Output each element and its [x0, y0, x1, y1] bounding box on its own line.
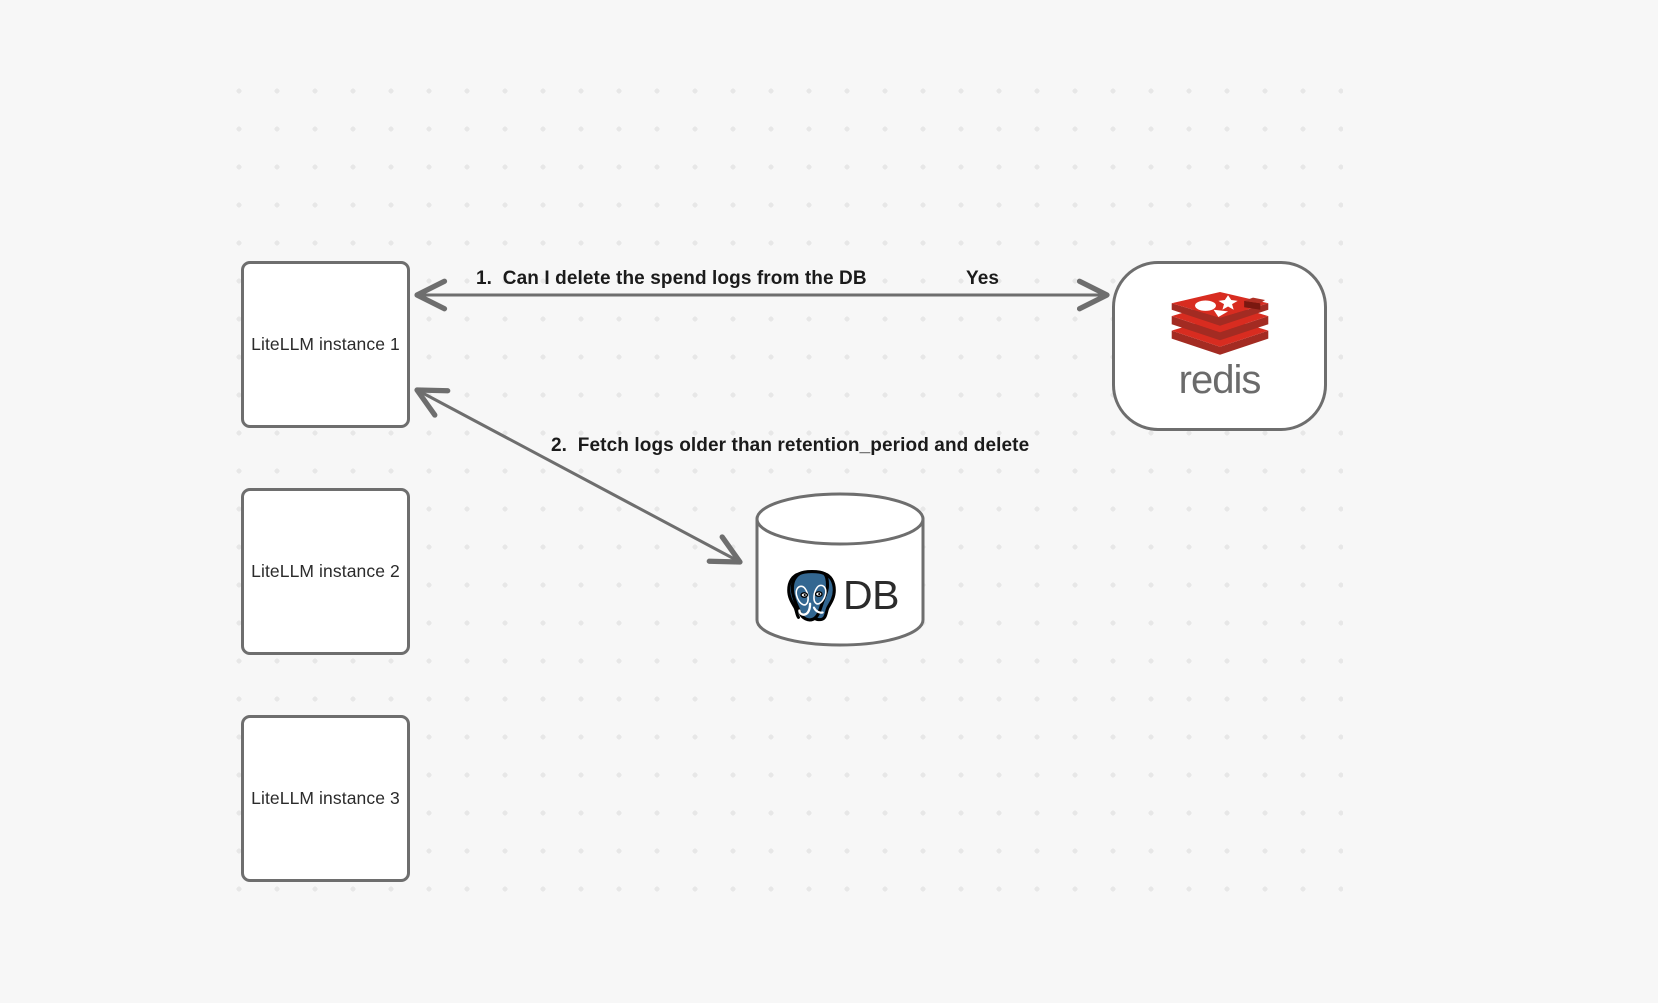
node-label: LiteLLM instance 1 [251, 334, 400, 354]
node-litellm-instance-2[interactable]: LiteLLM instance 2 [241, 488, 410, 655]
node-label: LiteLLM instance 2 [251, 561, 400, 581]
postgresql-elephant-icon [787, 569, 836, 621]
edge-label-yes: Yes [966, 268, 1000, 289]
node-litellm-instance-1[interactable]: LiteLLM instance 1 [241, 261, 410, 428]
edge-label-step-2: 2. Fetch logs older than retention_perio… [551, 435, 1030, 456]
node-redis[interactable]: redis [1112, 261, 1327, 431]
grid-edge-mask-right [1343, 0, 1658, 1003]
grid-edge-mask-left [0, 0, 212, 1003]
edge-litellm1-db [414, 387, 743, 565]
redis-logo-icon [1171, 292, 1268, 355]
node-litellm-instance-3[interactable]: LiteLLM instance 3 [241, 715, 410, 882]
redis-wordmark: redis [1178, 358, 1262, 402]
node-database[interactable]: DB [754, 491, 926, 648]
db-label: DB [843, 572, 899, 618]
node-label: LiteLLM instance 3 [251, 788, 400, 808]
edge-label-step-1: 1. Can I delete the spend logs from the … [476, 268, 867, 289]
